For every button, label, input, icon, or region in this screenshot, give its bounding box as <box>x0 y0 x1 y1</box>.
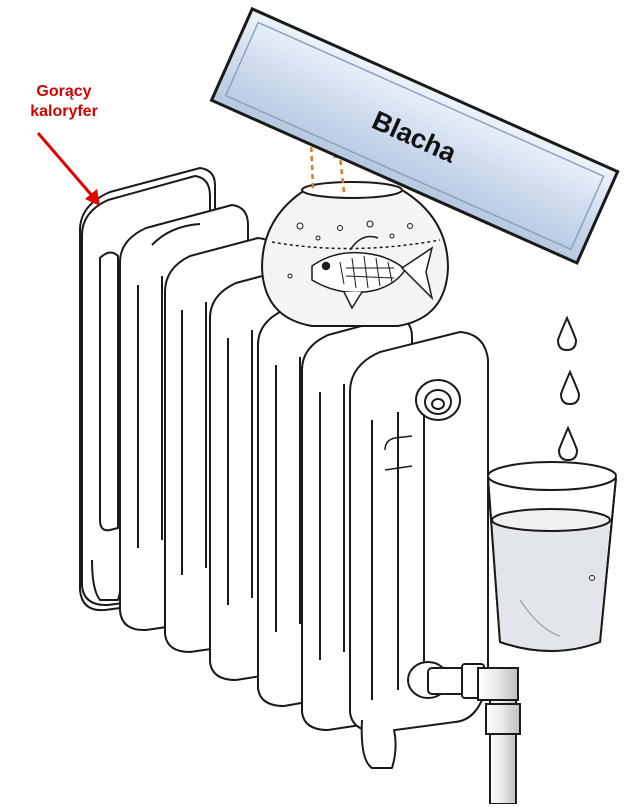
pipe <box>477 667 521 805</box>
water-drop <box>559 369 581 406</box>
metal-plate: Blacha <box>209 6 620 265</box>
water-drop <box>557 425 579 462</box>
radiator-label: Gorący kaloryfer <box>10 82 118 122</box>
water-drop <box>556 315 578 352</box>
goldfish <box>311 235 434 310</box>
radiator-valve <box>415 379 461 421</box>
radiator <box>79 167 489 769</box>
radiator-fitting <box>407 661 485 699</box>
radiator-pointer-arrow <box>36 132 100 206</box>
water-drops <box>556 315 581 462</box>
fish-bowl <box>260 181 450 327</box>
radiator-label-line2: kaloryfer <box>30 103 98 120</box>
water-glass <box>487 461 617 652</box>
radiator-label-line1: Gorący <box>36 83 92 100</box>
